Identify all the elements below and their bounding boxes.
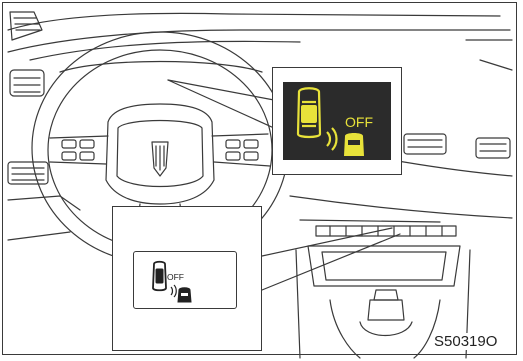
callout-display-closeup: OFF <box>272 67 402 175</box>
off-indicator-label: OFF <box>345 114 373 130</box>
blind-spot-switch[interactable]: OFF <box>133 251 237 309</box>
blind-spot-off-icon <box>283 82 391 160</box>
callout-switch-closeup: OFF <box>112 206 262 351</box>
figure-code: S50319O <box>433 333 498 350</box>
switch-off-label: OFF <box>167 272 184 282</box>
switch-car-icon <box>134 252 236 308</box>
cluster-display: OFF <box>283 82 391 160</box>
